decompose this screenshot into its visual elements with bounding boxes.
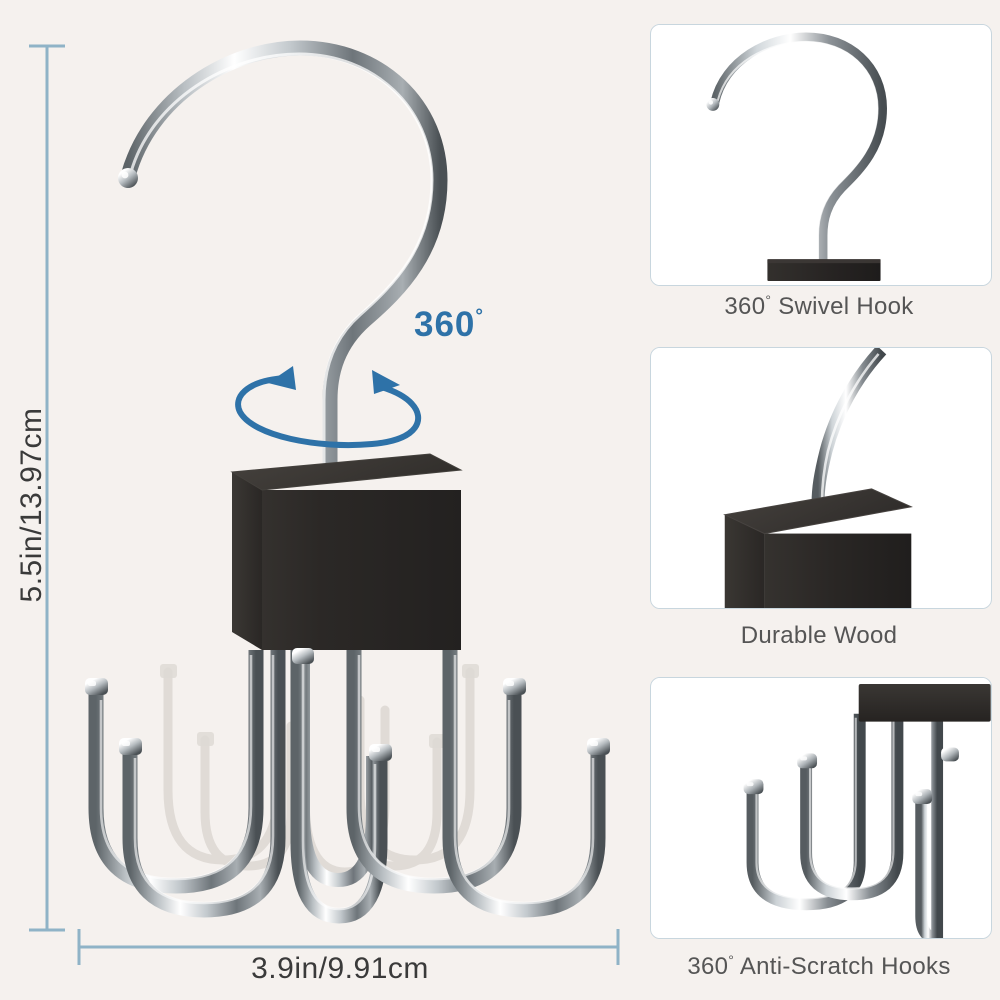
feature-cards-column: 360° Swivel Hook (638, 0, 1000, 1000)
hook-2 (122, 650, 286, 918)
caption-wood-value: Durable Wood (740, 622, 898, 649)
rotation-arrow-360 (235, 375, 422, 449)
caption-swivel-value: 360 (724, 293, 766, 320)
feature-card-anti-scratch-hooks[interactable] (650, 677, 992, 939)
caption-swivel-degree: ° (765, 292, 772, 308)
caption-swivel-rest: Swivel Hook (771, 293, 914, 320)
feature-caption-anti-scratch-hooks: 360° Anti-Scratch Hooks (638, 952, 1000, 981)
dimension-line-width (77, 929, 620, 965)
feature-caption-swivel-hook: 360° Swivel Hook (638, 292, 1000, 321)
hook-ball-caps (85, 648, 610, 761)
main-product-illustration (29, 40, 620, 965)
hook-tip-ball (118, 168, 138, 188)
caption-hooks-rest: Anti-Scratch Hooks (734, 953, 951, 980)
feature-card-durable-wood[interactable] (650, 347, 992, 609)
dimension-label-width: 3.9in/9.91cm (251, 952, 429, 985)
ghost-hooks-group (163, 667, 475, 877)
swivel-hook-main (118, 40, 448, 478)
dimension-label-height: 5.5in/13.97cm (15, 407, 48, 603)
hook-5 (442, 650, 606, 918)
u-hooks-closeup-icon (651, 678, 991, 938)
ghost-hook-caps (160, 664, 479, 748)
wood-block (230, 453, 463, 650)
main-product-panel: 5.5in/13.97cm 3.9in/9.91cm 360° (0, 0, 638, 1000)
s-hook-on-base-icon (651, 25, 991, 285)
rotation-arrowheads (268, 366, 400, 394)
dimension-line-height (29, 44, 65, 932)
rotation-degree-label: 360° (414, 305, 484, 345)
feature-card-swivel-hook[interactable] (650, 24, 992, 286)
wood-block-closeup-icon (651, 348, 991, 608)
caption-hooks-value: 360 (687, 953, 729, 980)
degree-symbol: ° (475, 306, 485, 327)
caption-hooks-degree: ° (728, 952, 735, 968)
feature-caption-durable-wood: Durable Wood (638, 622, 1000, 650)
hook-1 (88, 650, 264, 894)
rotation-value: 360 (414, 305, 476, 344)
hook-4 (346, 650, 522, 894)
hooks-group (88, 650, 606, 924)
